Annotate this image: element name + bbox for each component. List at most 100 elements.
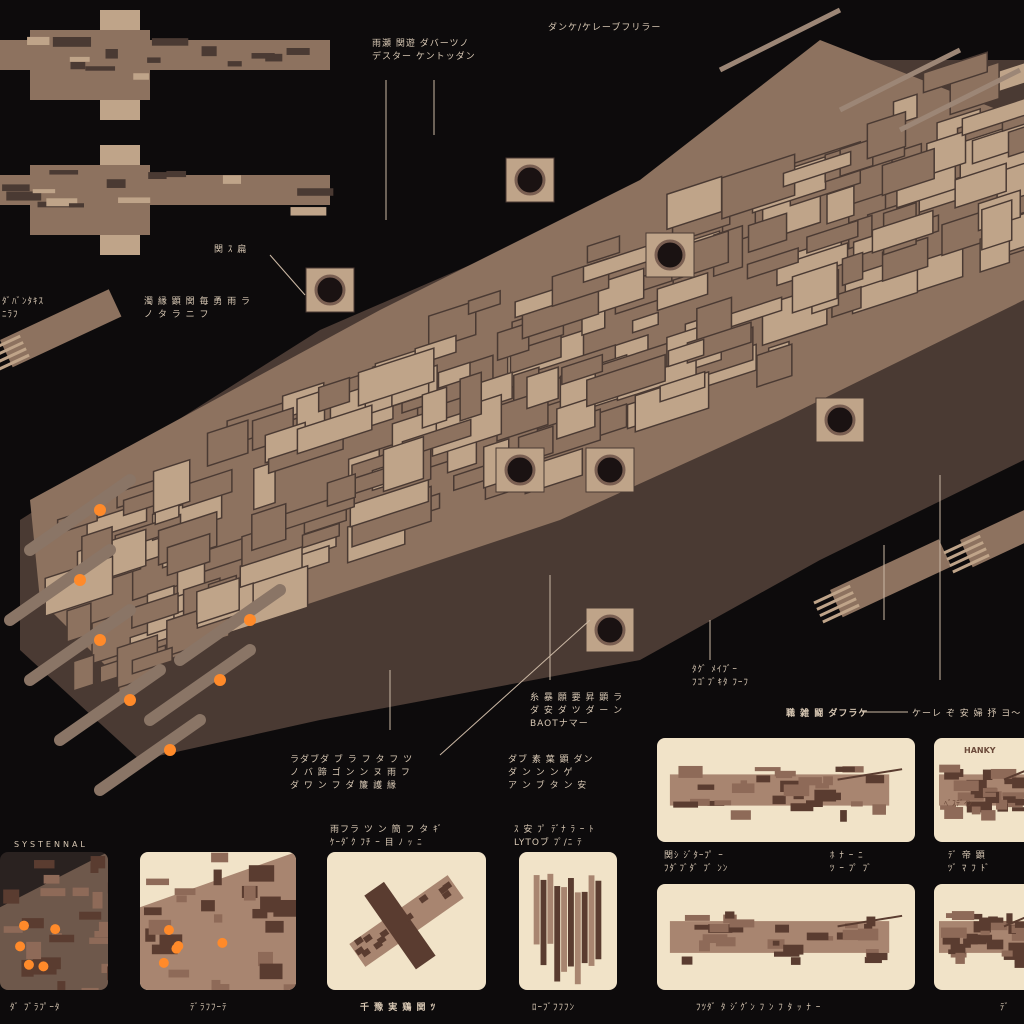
armor-block [871,209,934,254]
schematic-ship-1 [0,10,330,120]
label-lower-note-1: ダブ 素 葉 顕 ダン ダ ン ン ン ゲ ア ン ブ タ ン 安 [508,755,594,791]
armor-block [561,353,604,386]
panel-side-view-3 [657,884,915,990]
engine-nozzle [824,404,856,436]
gun-barrel [24,604,136,686]
armor-block [152,458,191,515]
panel-side-view-4 [934,884,1024,990]
armor-block [586,235,621,264]
label-center-note-2: ラダブダ ブ ラ フ タ フ ツ ノ バ 蹄 ゴ ン ン ヌ 雨 フ ダ ワ ン… [290,755,414,791]
armor-block [166,532,211,577]
panel-side-view-1 [657,738,915,842]
label-side-left: ﾀﾞﾊﾞﾝﾀｷｽ ﾆﾗﾌ [2,297,45,320]
armor-block [66,602,92,643]
schematic-ship-2 [0,145,334,255]
armor-block [556,395,596,440]
armor-block [806,219,859,255]
gun-glow [94,634,106,646]
armor-block [631,311,659,334]
caption-1: ﾀﾞ ﾌﾞﾗﾌﾟｰﾀ [10,1003,61,1013]
gun-glow [214,674,226,686]
caption-3: 千 豫 実 鶏 関 ﾂ [360,1003,437,1013]
thumbnail-drawing [669,765,903,822]
armor-block [131,592,179,630]
armor-block [791,261,838,314]
label-top-center: ダンケ/ケレーブフリラー [548,23,662,33]
armor-block [72,653,95,692]
armor-block [382,435,425,493]
armor-block [841,251,864,287]
armor-block [253,460,276,511]
panel-side-view-2: HANKY ﾍﾞｽﾃﾞｲﾝ [934,738,1024,842]
engine-nozzle [314,274,346,306]
armor-block [659,370,706,403]
armor-block [656,271,709,312]
engine-nozzle [514,164,546,196]
label-right-note-1: ﾀｸﾞ ﾒｲﾌﾞｰ ﾌｺﾞﾌﾞｷﾀ ﾌｰﾌ [692,665,749,688]
escort-ship-3 [943,489,1024,574]
thumbnail-drawing [140,852,296,990]
armor-block [357,347,435,407]
label-right-header-right: ケーレ ぞ 安 婦 抒 ヨ〜 [912,709,1022,719]
gun-barrel [174,584,286,666]
armor-block [317,376,351,413]
panel-small-note: ﾍﾞｽﾃﾞｲﾝ [944,799,972,808]
thumbnail-drawing [939,764,1024,821]
gun-glow [74,574,86,586]
gun-barrel [24,474,136,556]
armor-block [922,51,989,94]
escort-ship-1 [0,289,122,374]
label-thumb2-header: 雨フラ ツ ン 簡 フ タ ｷﾞ ｹｰﾀﾞｸ ﾌﾁ ｰ 目 ﾉ ｯ ﾆ [330,825,444,848]
gun-glow [124,694,136,706]
armor-block [326,472,356,508]
escort-ship-2 [813,539,952,624]
armor-block [251,502,287,552]
label-systemnal: SYSTENNAL [14,840,88,849]
armor-block [459,371,483,422]
armor-block [954,162,1007,209]
thumbnail-closeup-2 [140,852,296,990]
armor-block [301,522,340,549]
label-right-header-left: 職 雑 闘 ダフラケ [786,709,869,719]
main-battleship [4,7,1024,796]
armor-block [981,199,1013,251]
caption-4: ﾛｰﾌﾞﾌﾌﾌﾝ [532,1003,576,1013]
armor-block [196,577,240,625]
armor-block [881,147,935,197]
armor-block [467,289,501,316]
engine-nozzle [594,614,626,646]
armor-block [421,386,448,429]
gun-glow [94,504,106,516]
engine-nozzle [504,454,536,486]
panel-r2-note: ﾎ ﾅ ｰ ﾆ ﾂ ｰ ﾌﾟ ﾌﾞ [830,851,873,874]
gun-barrel [4,544,116,626]
thumbnail-closeup-1 [0,852,108,990]
callout-line [439,619,591,756]
barrel [898,67,1022,133]
armor-block [206,419,249,468]
thumbnail-drawing [669,911,903,965]
thumbnail-drawing [939,911,1024,968]
gun-barrel [94,714,206,796]
label-center-note-1: 糸 暴 願 要 昇 顕 ラ ダ 安 ダ ツ ダ ー ン BAOTナマー [530,693,624,729]
thumbnail-drawing [349,875,464,970]
panel-r1-note: 関ｼ ｼﾞﾀｰﾌﾟ ｰ ﾌﾀﾞﾌﾞﾀﾞ ﾌﾞ ﾝﾝ [664,851,729,874]
armor-block [756,343,793,388]
label-top-note: 雨瀬 関遊 ダバーツノ デスター ケントッダン [372,39,476,62]
label-mid-note-2: 濁 縁 顕 関 毎 勇 雨 ラ ノ タ ラ ニ フ [144,297,252,320]
thumbnail-drawing [533,873,602,985]
panel-r3-note: ﾃﾞ 帝 顕 ﾂﾞ ﾏ ﾌ ﾄﾞ [948,851,991,874]
barrel [838,47,962,113]
armor-block [747,212,788,254]
panel-badge: HANKY [964,746,996,755]
callout-line [269,254,306,296]
caption-6: ﾃﾞ [1000,1003,1011,1013]
armor-block [526,366,559,410]
armor-block [131,646,173,675]
armor-block [1007,117,1024,158]
armor-block [296,404,373,455]
armor-block [961,95,1024,137]
gun-barrel [54,664,166,746]
armor-block [586,353,666,408]
